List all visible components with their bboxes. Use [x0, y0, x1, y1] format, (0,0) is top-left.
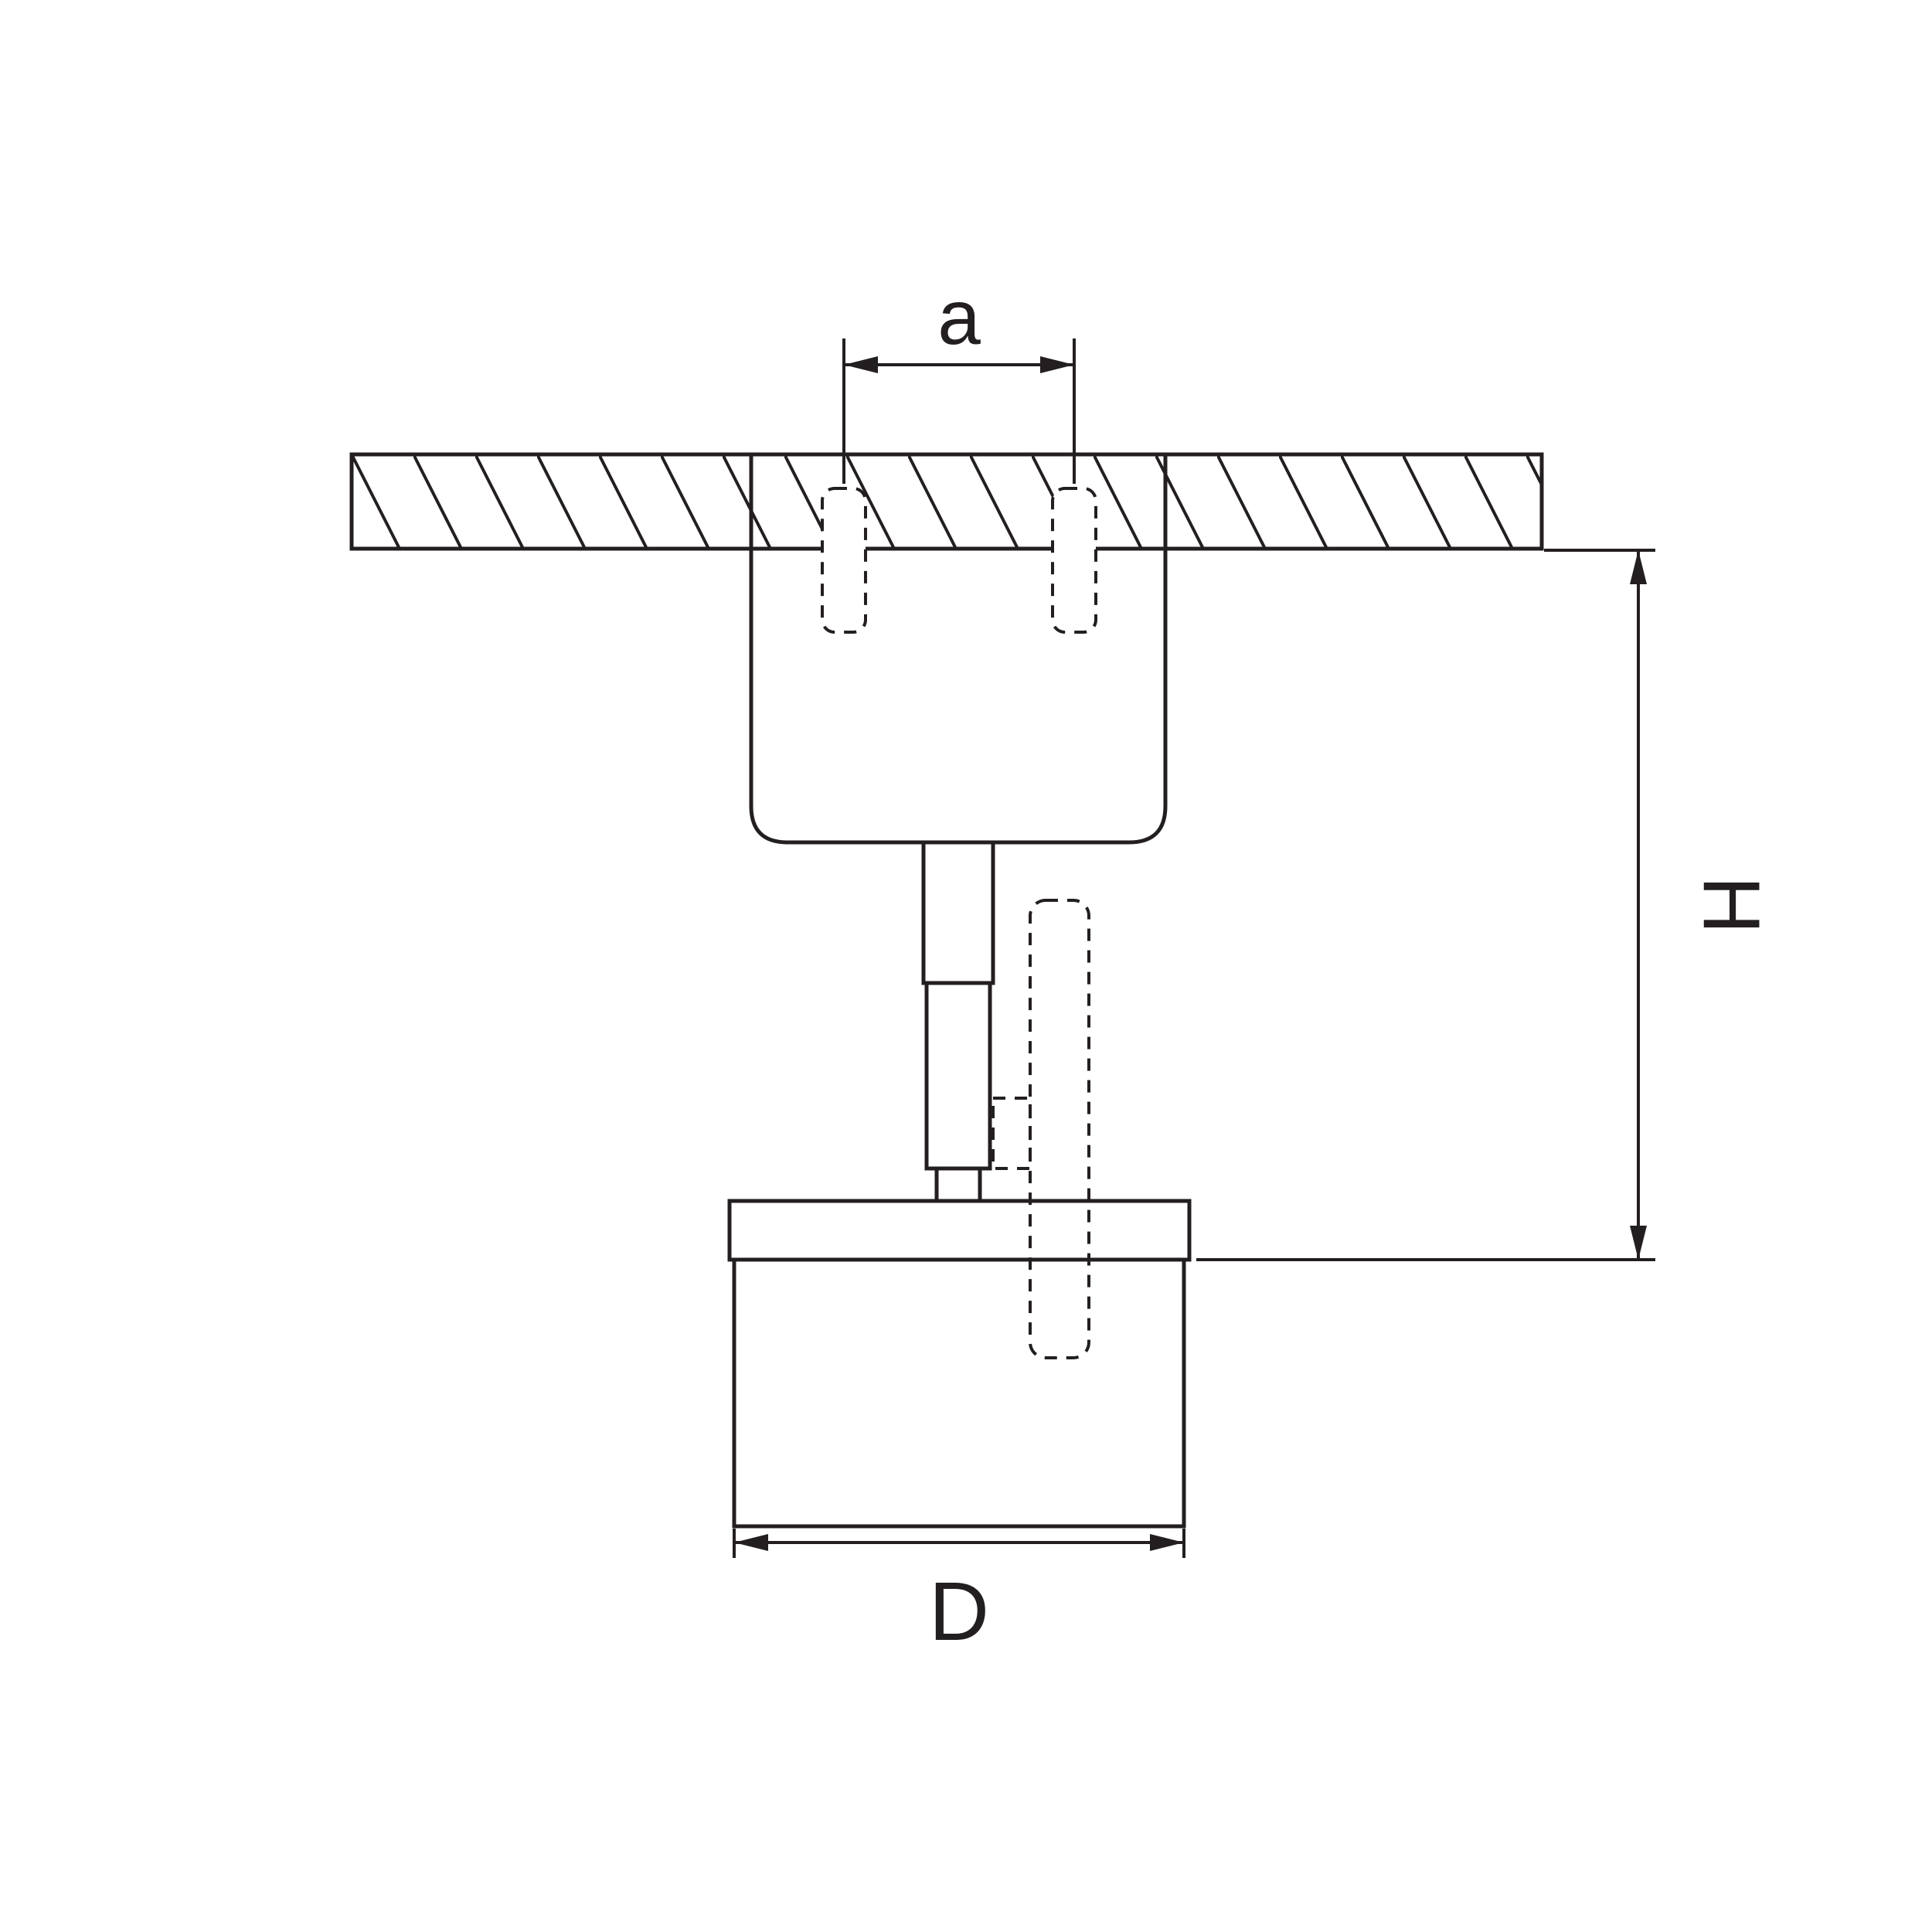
arrow-a-right	[1040, 356, 1074, 373]
arrow-d-left	[734, 1534, 768, 1551]
dim-h-label: H	[1686, 876, 1776, 934]
ceiling-section	[349, 452, 1544, 551]
dimension-labels: a D H	[929, 274, 1776, 1658]
drawing-lines	[349, 452, 1544, 1529]
dimension-arrowheads	[734, 356, 1647, 1551]
mounting-screw-slot-right	[1051, 487, 1097, 634]
arrow-h-bottom	[1630, 1226, 1647, 1260]
dim-d-label: D	[929, 1564, 989, 1658]
dim-a-label: a	[937, 274, 981, 361]
hidden-detail-lines	[821, 487, 1097, 1359]
lamp-head-flange	[727, 1199, 1192, 1262]
set-screw-dashed	[992, 1097, 1032, 1170]
dimension-lines	[733, 338, 1655, 1558]
arrow-h-top	[1630, 550, 1647, 584]
mounting-screw-slot-left	[821, 487, 867, 634]
arrow-d-right	[1150, 1534, 1184, 1551]
lamp-head-body	[732, 1260, 1186, 1529]
arrow-a-left	[844, 356, 878, 373]
